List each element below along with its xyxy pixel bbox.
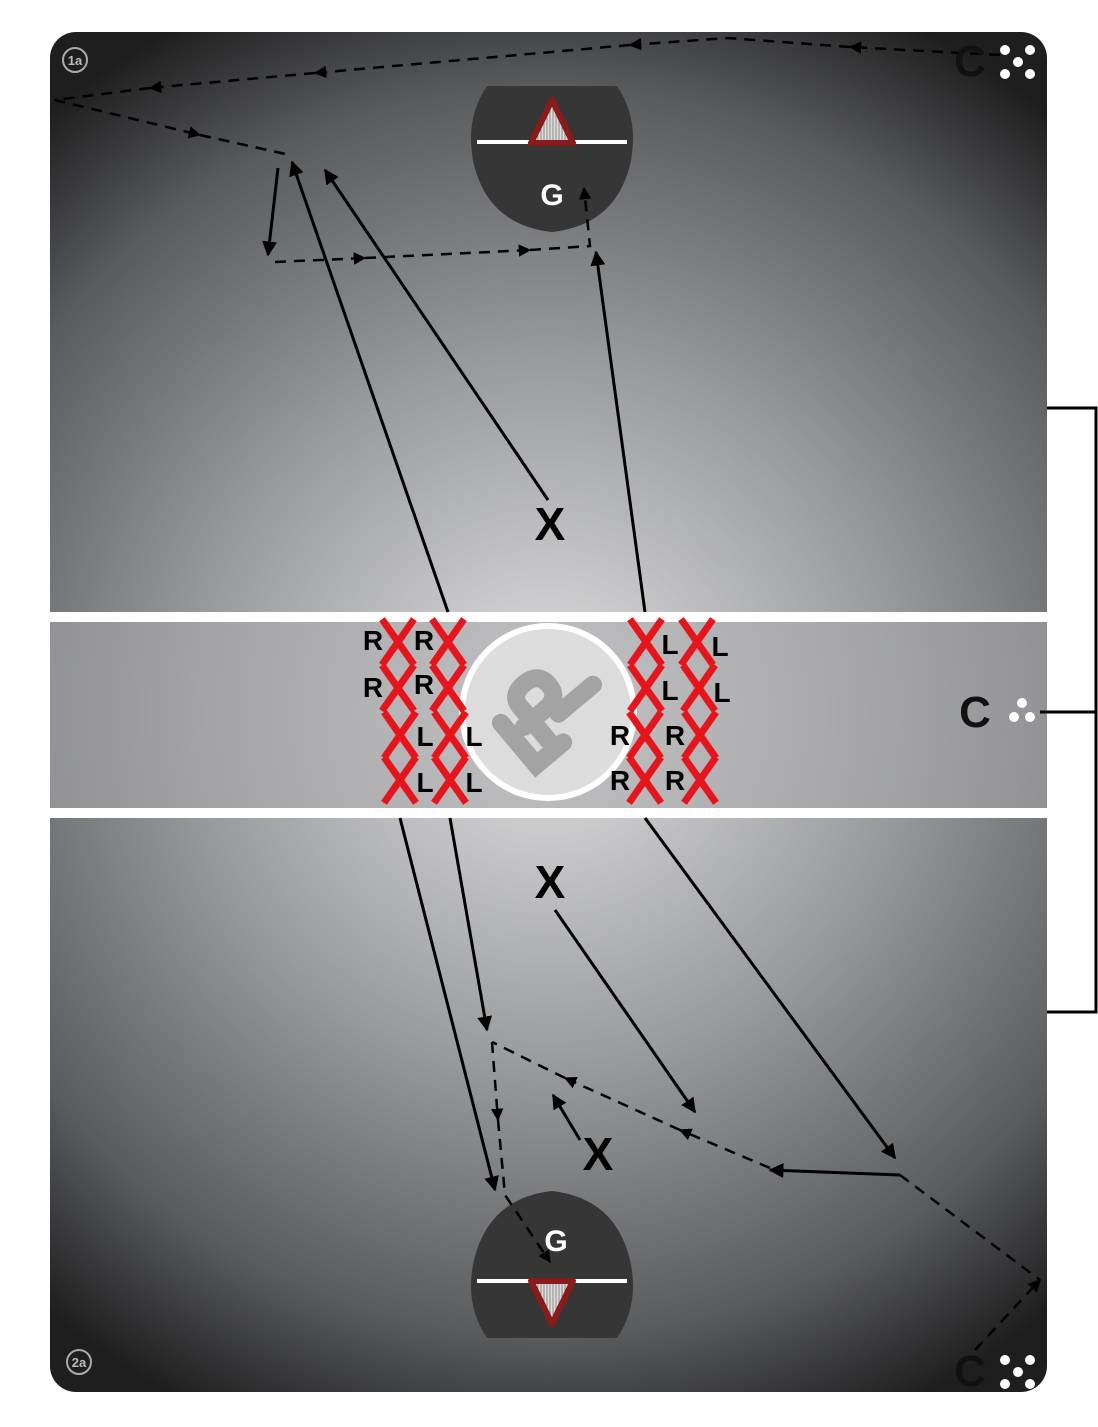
goalie-label: G [540,179,563,212]
hand-label-right: R [363,672,383,703]
hand-label-right: R [610,720,630,751]
hand-label-left: L [661,629,678,660]
faceoff-lines: R R R R L L L L L L L L R R R R [363,622,731,800]
balls-icon [1000,45,1035,79]
player-x: X [583,1128,614,1180]
balls-icon [1000,1355,1035,1389]
goalie-label: G [544,1225,567,1258]
svg-text:C: C [954,37,986,86]
pass-paths [54,36,1041,1351]
player-x: X [535,498,566,550]
hand-label-right: R [665,765,685,796]
hand-label-right: R [414,625,434,656]
svg-text:1a: 1a [68,53,83,68]
svg-text:C: C [959,688,991,737]
hand-label-left: L [416,767,433,798]
restraining-line-top [50,612,1047,622]
svg-text:2a: 2a [72,1355,87,1370]
top-goal-crease: G [470,86,634,232]
hand-label-left: L [711,631,728,662]
hand-label-left: L [661,675,678,706]
bottom-goal-crease: G [470,1191,634,1338]
hand-label-right: R [414,669,434,700]
hand-label-left: L [713,677,730,708]
restraining-line-bottom [50,808,1047,818]
goal-icon [528,1278,576,1327]
balls-icon [1009,698,1035,722]
logo-icon [491,669,602,778]
hand-label-right: R [610,765,630,796]
svg-text:C: C [954,1347,986,1396]
hand-label-right: R [665,720,685,751]
coach-sideline: C [959,688,1035,737]
corner-label-1a: 1a [62,47,88,73]
run-paths [262,160,901,1192]
hand-label-left: L [416,721,433,752]
player-x: X [535,856,566,908]
hand-label-left: L [465,767,482,798]
goal-icon [528,97,576,146]
hand-label-left: L [465,721,482,752]
corner-label-2a: 2a [66,1349,92,1375]
coach-bottom-right: C [954,1347,1035,1396]
sideline-bracket [1040,406,1098,1014]
hand-label-right: R [363,625,383,656]
coach-top-right: C [954,37,1035,86]
